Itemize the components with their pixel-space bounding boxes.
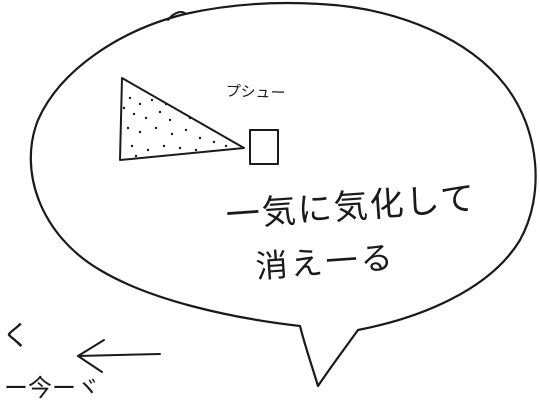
mist-dot — [126, 126, 130, 130]
speech-bubble-outline — [29, 1, 537, 388]
mist-dot — [128, 96, 132, 100]
mist-dot — [162, 144, 166, 148]
mist-dot — [224, 144, 228, 148]
mist-dot — [130, 144, 134, 148]
fragment-bottom: ー今ーヾ — [4, 374, 100, 402]
bubble-start-flick — [167, 11, 187, 21]
mist-dot — [138, 102, 142, 106]
mist-dot — [178, 146, 182, 150]
fragment-left: く — [2, 319, 31, 352]
mist-dot — [150, 98, 154, 102]
arrow-head — [77, 339, 105, 373]
mist-dot — [122, 106, 126, 110]
mist-dot — [144, 116, 148, 120]
spray-mist-dots — [122, 96, 228, 158]
mist-dot — [188, 116, 192, 120]
mist-dot — [212, 140, 216, 144]
sound-label: プシュー — [225, 81, 286, 103]
arrow-shaft — [77, 353, 161, 357]
spray-cone — [119, 77, 245, 161]
mist-dot — [164, 102, 168, 106]
mist-dot — [138, 130, 142, 134]
mist-dot — [170, 132, 174, 136]
mist-dot — [134, 154, 138, 158]
mist-dot — [198, 136, 202, 140]
mist-dot — [158, 110, 162, 114]
mist-dot — [168, 118, 172, 122]
mist-dot — [146, 148, 150, 152]
caption-line-2: 消え一る — [254, 238, 397, 286]
mist-dot — [132, 112, 136, 116]
mist-dot — [154, 126, 158, 130]
spray-nozzle — [249, 129, 279, 165]
mist-dot — [194, 148, 198, 152]
mist-dot — [184, 128, 188, 132]
